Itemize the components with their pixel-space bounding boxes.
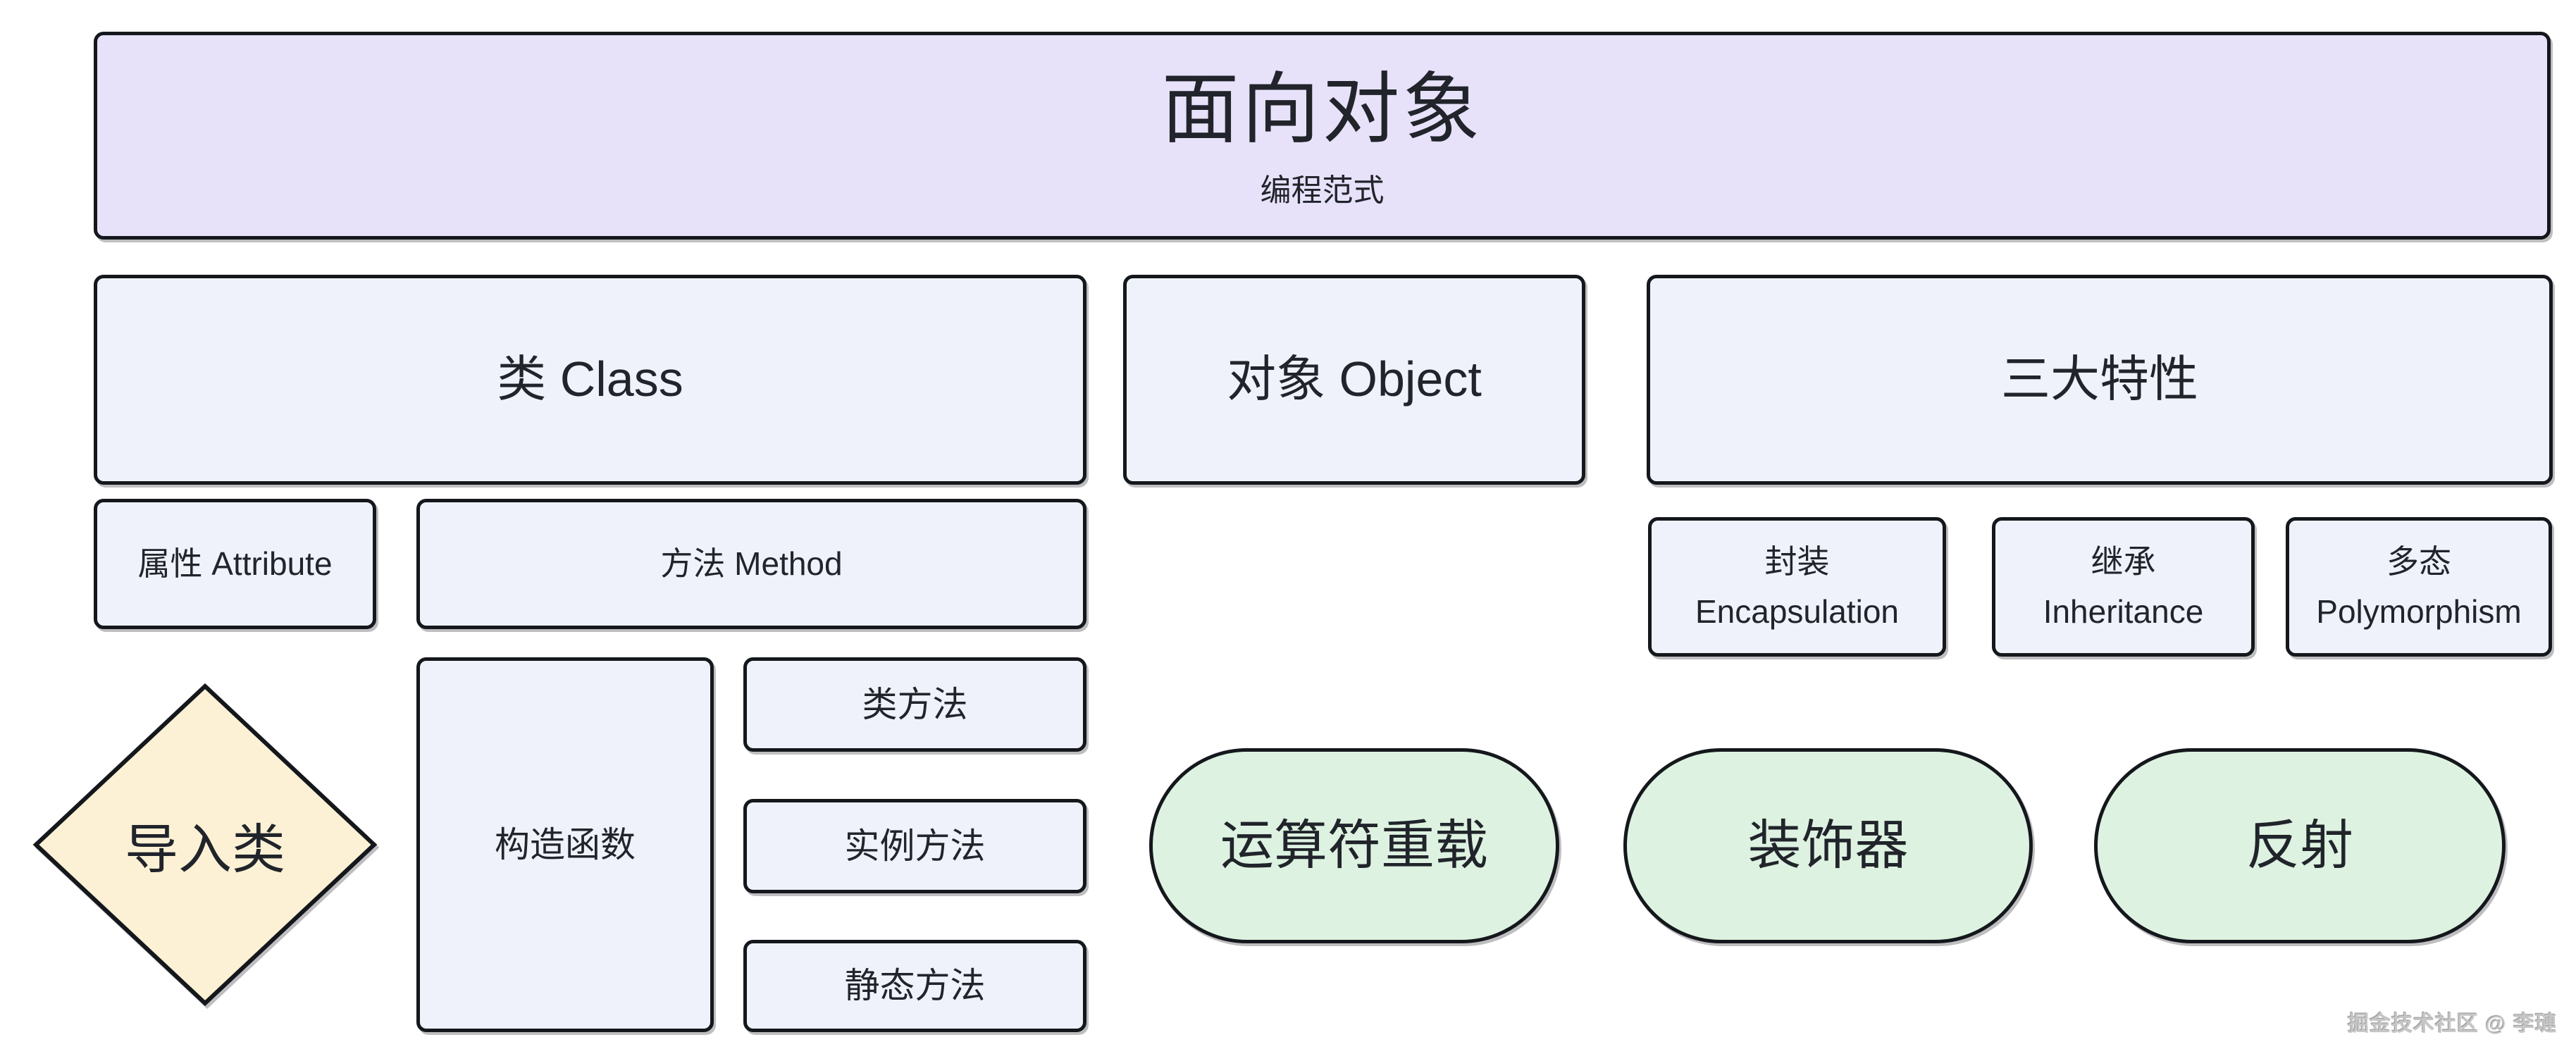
node-class-label: 类 Class	[497, 352, 683, 407]
diamond-shape	[32, 683, 378, 1007]
node-import-class-label: 导入类	[125, 820, 285, 880]
node-instance-method: 实例方法	[743, 799, 1086, 893]
node-attribute: 属性 Attribute	[94, 499, 376, 629]
node-encapsulation-zh: 封装	[1764, 542, 1830, 580]
node-three-features: 三大特性	[1647, 275, 2553, 485]
node-constructor: 构造函数	[416, 657, 714, 1032]
node-polymorphism-en: Polymorphism	[2316, 593, 2522, 630]
node-method: 方法 Method	[416, 499, 1086, 629]
node-instance-method-label: 实例方法	[844, 826, 986, 866]
root-title: 面向对象	[1161, 66, 1483, 154]
node-encapsulation: 封装 Encapsulation	[1648, 517, 1946, 657]
juejin-watermark: 掘金技术社区 @ 李璉	[2348, 1012, 2557, 1036]
node-attribute-label: 属性 Attribute	[137, 545, 333, 582]
node-three-features-label: 三大特性	[2001, 352, 2198, 407]
node-polymorphism: 多态 Polymorphism	[2286, 517, 2552, 657]
node-import-class: 导入类	[32, 682, 378, 1007]
node-decorator-label: 装饰器	[1747, 816, 1909, 876]
node-encapsulation-en: Encapsulation	[1695, 593, 1899, 630]
node-static-method: 静态方法	[743, 940, 1086, 1032]
root-subtitle: 编程范式	[1260, 173, 1385, 208]
node-inheritance-en: Inheritance	[2043, 593, 2204, 630]
node-class: 类 Class	[94, 275, 1086, 485]
node-method-label: 方法 Method	[660, 545, 843, 582]
node-constructor-label: 构造函数	[495, 824, 636, 864]
node-reflection: 反射	[2094, 748, 2506, 943]
node-class-method: 类方法	[743, 657, 1086, 752]
node-oop-root: 面向对象 编程范式	[94, 32, 2551, 240]
node-object-label: 对象 Object	[1227, 352, 1482, 407]
node-decorator: 装饰器	[1623, 748, 2033, 943]
node-inheritance: 继承 Inheritance	[1992, 517, 2255, 657]
node-polymorphism-zh: 多态	[2386, 542, 2451, 580]
node-object: 对象 Object	[1123, 275, 1585, 485]
node-operator-overload: 运算符重载	[1149, 748, 1559, 943]
node-static-method-label: 静态方法	[844, 966, 986, 1006]
node-operator-overload-label: 运算符重载	[1220, 816, 1488, 876]
node-class-method-label: 类方法	[862, 684, 968, 724]
node-reflection-label: 反射	[2246, 816, 2353, 876]
node-inheritance-zh: 继承	[2091, 542, 2156, 580]
